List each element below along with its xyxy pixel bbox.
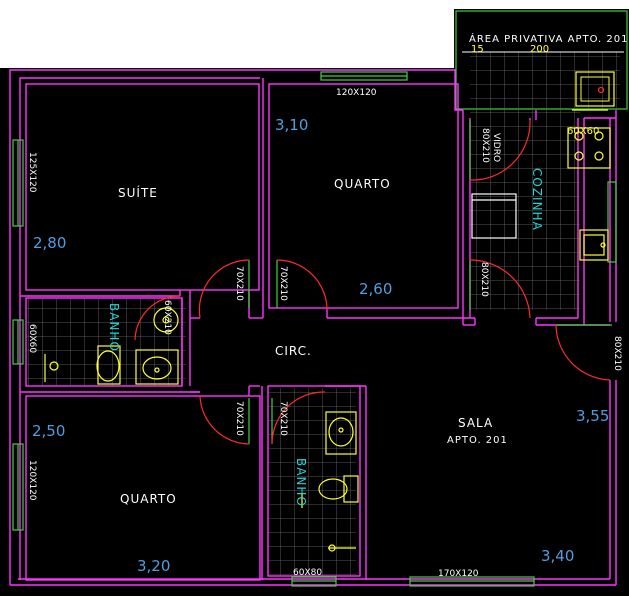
toilet-left-icon <box>96 345 121 385</box>
kitchen-tiles <box>470 110 580 310</box>
tag-door-quarto-bottom: 70X210 <box>234 401 244 436</box>
window-kitchen <box>607 181 617 263</box>
tag-window-banho-left: 60X60 <box>27 324 37 353</box>
dim-quarto-top-width: 2,60 <box>359 280 392 298</box>
room-circ-label: CIRC. <box>275 344 312 358</box>
dim-quarto-bottom-height: 2,50 <box>32 422 65 440</box>
tag-door-suite: 70X210 <box>234 266 244 301</box>
laundry-tank-icon <box>575 71 615 107</box>
towel-left-icon <box>44 354 59 382</box>
toilet-center-icon <box>318 475 359 503</box>
door-suite-swing <box>198 259 250 319</box>
banho-center-tiles <box>268 388 356 576</box>
sink-center-icon <box>325 411 357 455</box>
tag-window-quarto-bottom: 120X120 <box>27 460 37 501</box>
door-entry-swing <box>555 324 611 381</box>
room-banho-center-label: BANHO <box>294 458 308 507</box>
tag-door-vidro-name: VIDRO <box>491 133 501 162</box>
shower-left-icon <box>153 307 179 333</box>
room-quarto-bottom-label: QUARTO <box>120 492 177 506</box>
tag-window-suite: 125X120 <box>27 152 37 193</box>
area-privativa-label: ÁREA PRIVATIVA APTO. 201 <box>469 32 629 45</box>
room-sala-sublabel: APTO. 201 <box>447 435 508 446</box>
dim-sala-width: 3,40 <box>541 547 574 565</box>
sink-left-icon <box>135 349 179 385</box>
dim-quarto-top-height: 3,10 <box>275 116 308 134</box>
tag-door-cozinha: 80X210 <box>479 262 489 297</box>
door-banho-left-swing <box>134 295 181 341</box>
door-quarto-bottom-swing <box>199 395 250 445</box>
window-quarto-bottom <box>12 443 24 531</box>
window-banho-center <box>291 576 337 587</box>
door-quarto-top-swing <box>276 259 328 311</box>
tag-window-sala: 170X120 <box>438 569 479 579</box>
door-cozinha-swing <box>469 259 531 319</box>
fridge-icon <box>471 193 517 239</box>
area-value-200: 200 <box>530 44 549 55</box>
fixtures <box>44 109 611 552</box>
kitchen-sink-icon <box>579 229 609 261</box>
banho-left-tiles <box>26 298 186 386</box>
shower-center-icon <box>328 544 356 552</box>
tag-door-quarto-top: 70X210 <box>278 266 288 301</box>
room-quarto-top-label: QUARTO <box>334 177 391 191</box>
doors <box>134 119 611 445</box>
door-banho-center-swing <box>271 391 326 445</box>
area-privativa: ÁREA PRIVATIVA APTO. 201 15 200 <box>455 10 629 110</box>
dim-sala-height: 3,55 <box>576 407 609 425</box>
door-vidro-swing <box>469 119 531 181</box>
dim-quarto-bottom-width: 3,20 <box>137 557 170 575</box>
tag-window-quarto-top: 120X120 <box>336 88 377 98</box>
window-quarto-top <box>320 71 408 81</box>
room-suite-label: SUÍTE <box>118 185 158 200</box>
windows <box>12 71 617 587</box>
room-banho-left-label: BANHO <box>107 303 121 352</box>
tag-door-banho-left: 60X210 <box>162 300 172 335</box>
tag-door-banho-center: 70X210 <box>278 401 288 436</box>
dim-suite-width: 2,80 <box>33 234 66 252</box>
tag-window-banho-center: 60X80 <box>293 568 322 578</box>
tag-stove: 60X60 <box>567 126 599 137</box>
tag-door-entry: 80X210 <box>612 336 622 371</box>
window-banho-left <box>12 319 24 365</box>
window-sala <box>409 576 535 587</box>
tag-door-vidro: 80X210 <box>480 128 490 163</box>
room-sala-label: SALA <box>458 416 493 430</box>
room-cozinha-label: COZINHA <box>530 168 544 231</box>
window-suite <box>12 139 24 227</box>
area-value-15: 15 <box>471 44 484 55</box>
stove-icon <box>567 127 611 169</box>
